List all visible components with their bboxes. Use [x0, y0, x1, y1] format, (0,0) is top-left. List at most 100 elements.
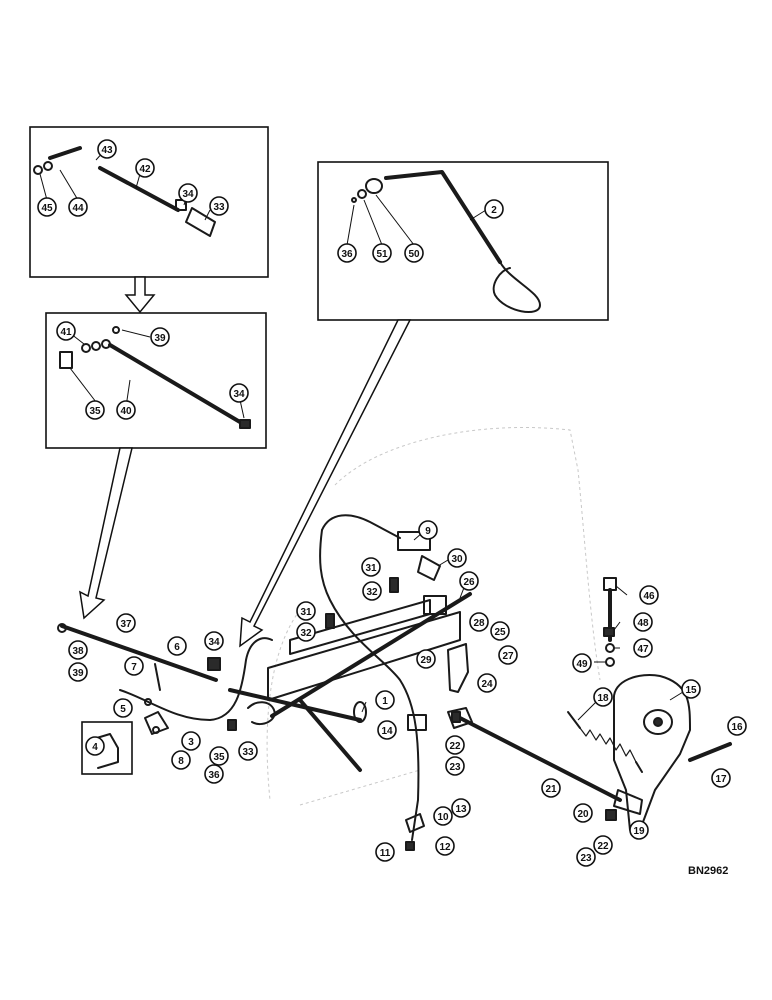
callout-49: 49	[572, 653, 592, 673]
main-assembly	[57, 514, 732, 851]
svg-text:5: 5	[120, 704, 126, 715]
svg-text:33: 33	[242, 747, 254, 758]
svg-text:28: 28	[473, 618, 485, 629]
callout-31: 31	[361, 557, 381, 577]
svg-text:42: 42	[139, 164, 151, 175]
svg-text:21: 21	[545, 784, 557, 795]
callout-10: 10	[433, 806, 453, 826]
callout-17: 17	[711, 768, 731, 788]
callout-27: 27	[498, 645, 518, 665]
callout-32-b: 32	[296, 622, 316, 642]
callout-39-b: 39	[150, 327, 170, 347]
svg-text:14: 14	[381, 726, 393, 737]
callout-16: 16	[727, 716, 747, 736]
callout-51: 51	[372, 243, 392, 263]
callout-35-b: 35	[85, 400, 105, 420]
callout-15: 15	[681, 679, 701, 699]
svg-text:23: 23	[449, 762, 461, 773]
callout-38: 38	[68, 640, 88, 660]
callout-23: 23	[445, 756, 465, 776]
svg-text:16: 16	[731, 722, 743, 733]
svg-text:24: 24	[481, 679, 493, 690]
callout-19: 19	[629, 820, 649, 840]
callout-48: 48	[633, 612, 653, 632]
callout-41: 41	[56, 321, 76, 341]
svg-text:26: 26	[463, 577, 475, 588]
callout-22: 22	[445, 735, 465, 755]
svg-text:40: 40	[120, 406, 132, 417]
callout-40: 40	[116, 400, 136, 420]
svg-text:2: 2	[491, 205, 497, 216]
callout-24: 24	[477, 673, 497, 693]
callout-2: 2	[484, 199, 504, 219]
callout-33-b: 33	[209, 196, 229, 216]
callout-9: 9	[418, 520, 438, 540]
svg-text:45: 45	[41, 203, 53, 214]
svg-text:19: 19	[633, 826, 645, 837]
svg-text:15: 15	[685, 685, 697, 696]
svg-text:44: 44	[72, 203, 84, 214]
callout-12: 12	[435, 836, 455, 856]
svg-text:34: 34	[182, 189, 194, 200]
callout-23-b: 23	[576, 847, 596, 867]
svg-text:6: 6	[174, 642, 180, 653]
callout-39: 39	[68, 662, 88, 682]
callout-34-b: 34	[178, 183, 198, 203]
svg-text:22: 22	[449, 741, 461, 752]
callout-26: 26	[459, 571, 479, 591]
callout-28: 28	[469, 612, 489, 632]
svg-text:8: 8	[178, 756, 184, 767]
svg-text:43: 43	[101, 145, 113, 156]
callout-50: 50	[404, 243, 424, 263]
svg-text:31: 31	[300, 607, 312, 618]
svg-text:48: 48	[637, 618, 649, 629]
svg-text:47: 47	[637, 644, 649, 655]
svg-text:35: 35	[213, 752, 225, 763]
callout-30: 30	[447, 548, 467, 568]
svg-text:30: 30	[451, 554, 463, 565]
svg-text:22: 22	[597, 841, 609, 852]
svg-text:50: 50	[408, 249, 420, 260]
callout-1: 1	[375, 690, 395, 710]
callout-46: 46	[639, 585, 659, 605]
callout-5: 5	[113, 698, 133, 718]
arrow-down-icon	[124, 276, 156, 314]
callout-36-b: 36	[337, 243, 357, 263]
callout-7: 7	[124, 656, 144, 676]
svg-text:17: 17	[715, 774, 727, 785]
callout-6: 6	[167, 636, 187, 656]
svg-text:39: 39	[154, 333, 166, 344]
callout-29: 29	[416, 649, 436, 669]
callout-42: 42	[135, 158, 155, 178]
housing-outline	[266, 426, 601, 806]
svg-text:10: 10	[437, 812, 449, 823]
svg-text:36: 36	[208, 770, 220, 781]
svg-text:39: 39	[72, 668, 84, 679]
callout-34: 34	[204, 631, 224, 651]
callout-34-c: 34	[229, 383, 249, 403]
svg-text:25: 25	[494, 627, 506, 638]
svg-text:18: 18	[597, 693, 609, 704]
svg-text:3: 3	[188, 737, 194, 748]
callout-13: 13	[451, 798, 471, 818]
callout-36: 36	[204, 764, 224, 784]
callout-47: 47	[633, 638, 653, 658]
svg-text:1: 1	[382, 696, 388, 707]
callout-44: 44	[68, 197, 88, 217]
arrow-diagonal-left-icon	[79, 447, 133, 620]
callout-25: 25	[490, 621, 510, 641]
callout-3: 3	[181, 731, 201, 751]
callout-8: 8	[171, 750, 191, 770]
callout-14: 14	[377, 720, 397, 740]
svg-text:4: 4	[92, 742, 98, 753]
inset-3-parts	[351, 170, 541, 313]
svg-text:32: 32	[300, 628, 312, 639]
leader-lines	[39, 149, 684, 721]
callout-43: 43	[97, 139, 117, 159]
svg-text:35: 35	[89, 406, 101, 417]
svg-text:32: 32	[366, 587, 378, 598]
svg-text:34: 34	[208, 637, 220, 648]
callout-4: 4	[85, 736, 105, 756]
svg-text:23: 23	[580, 853, 592, 864]
inset-2-parts	[59, 326, 251, 429]
